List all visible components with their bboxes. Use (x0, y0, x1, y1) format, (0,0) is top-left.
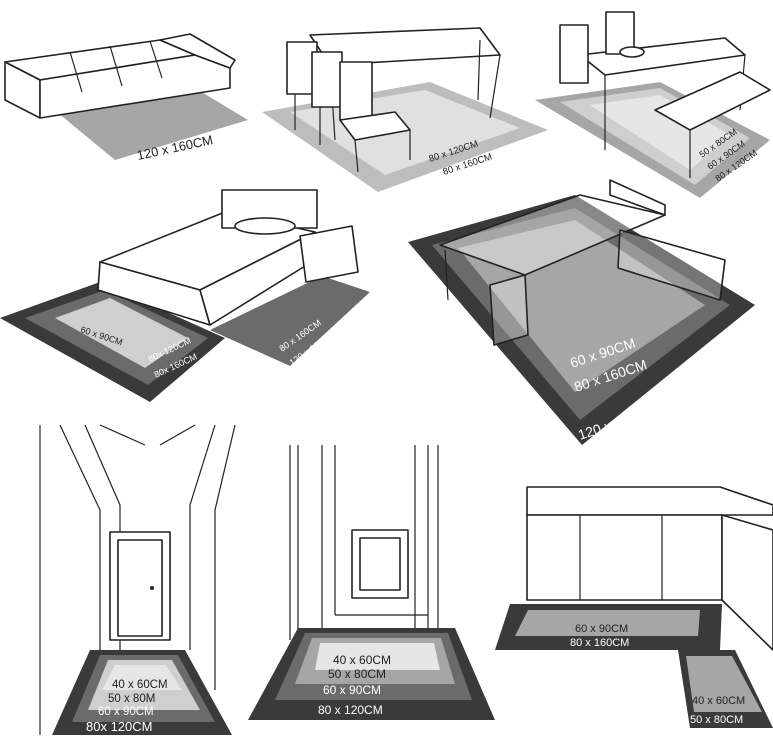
kitchen-cabinets-icon (526, 486, 773, 651)
rug-bed-inner (55, 298, 188, 368)
rug-entrance-core (315, 643, 440, 670)
rug-kitchen-side-inner (686, 656, 762, 712)
doorway-icon (289, 445, 439, 640)
corridor-size-3: 60 x 90CM (98, 706, 154, 718)
scene-kitchen: 60 x 90CM 80 x 160CM 40 x 60CM 50 x 80CM (495, 486, 773, 728)
scene-dining: 80 x 120CM 80 x 160CM (262, 27, 548, 192)
kitchen-size-2: 80 x 160CM (570, 637, 629, 649)
entrance-size-3: 60 x 90CM (323, 683, 381, 697)
dining-table-icon (309, 27, 501, 141)
corridor-icon (39, 424, 236, 735)
rug-corridor-core (102, 665, 182, 690)
kitchen-size-3: 40 x 60CM (692, 695, 745, 707)
entrance-size-4: 80 x 120CM (318, 703, 383, 717)
dining-chairs-icon (286, 41, 411, 173)
kitchen-size-4: 50 x 80CM (690, 714, 743, 726)
corridor-size-2: 50 x 80M (108, 693, 155, 705)
sofa-icon (4, 33, 236, 119)
scene-entrance: 40 x 60CM 50 x 80CM 60 x 90CM 80 x 120CM (248, 445, 495, 720)
corridor-size-1: 40 x 60CM (112, 679, 168, 691)
scene-bed: 60 x 90CM 80x 120CM 80x 160CM 80 x 160CM… (0, 189, 370, 402)
rug-bench-inner (590, 95, 730, 170)
scene-bench: 50 x 80CM 60 x 90CM 80 x 120CM (535, 11, 771, 198)
entrance-size-2: 50 x 80CM (328, 667, 386, 681)
rug-kitchen-inner (515, 610, 700, 636)
kitchen-size-1: 60 x 90CM (575, 623, 628, 635)
bed-icon (97, 189, 359, 326)
scene-desk: 60 x 90CM 80 x 160CM 120 x 160CM (408, 179, 755, 445)
dining-set-icon (559, 11, 771, 178)
rug-bedside (210, 276, 370, 366)
entrance-size-1: 40 x 60CM (333, 653, 391, 667)
rug-desk-inner (458, 220, 705, 392)
scene-sofa: 120 x 160CM (4, 33, 248, 163)
scene-corridor: 40 x 60CM 50 x 80M 60 x 90CM 80x 120CM (39, 424, 236, 735)
desk-icon (439, 179, 726, 346)
corridor-size-4: 80x 120CM (86, 719, 152, 734)
